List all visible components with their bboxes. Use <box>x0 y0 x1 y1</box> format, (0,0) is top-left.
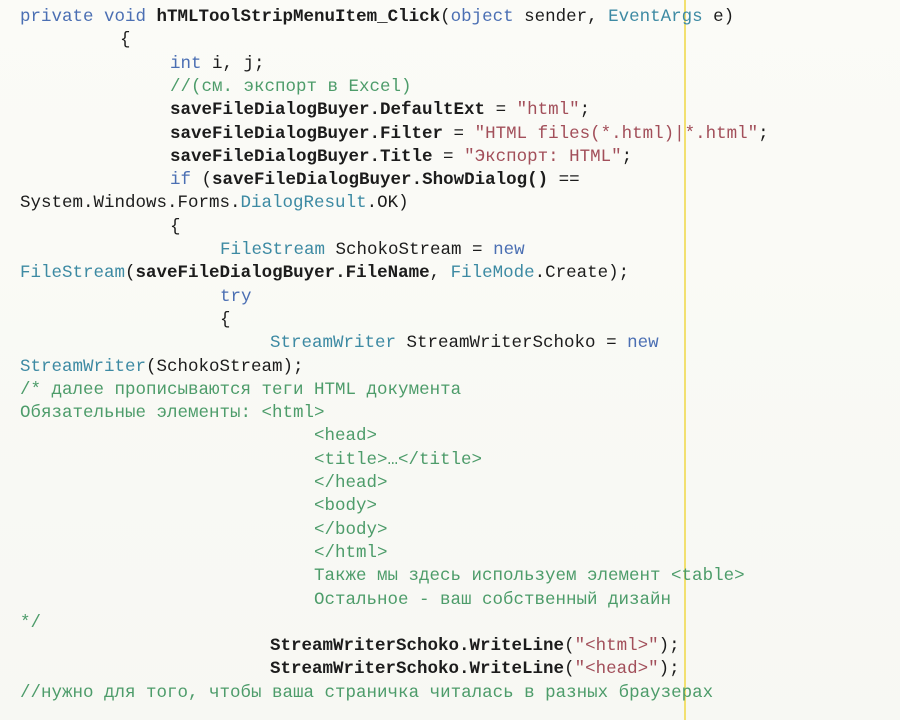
code-line: </head> <box>0 472 388 495</box>
code-token: StreamWriterSchoko.WriteLine <box>270 636 565 657</box>
code-token: ( <box>125 263 136 284</box>
code-token: "<html>" <box>574 636 659 657</box>
code-token: == <box>548 170 580 191</box>
code-token: new <box>627 333 659 354</box>
code-token: SchokoStream = <box>325 240 494 260</box>
code-token: FileMode <box>450 263 535 284</box>
code-token: object <box>450 7 514 27</box>
code-line: StreamWriter(SchokoStream); <box>0 356 304 379</box>
code-token: ( <box>564 636 575 657</box>
code-token: = <box>432 146 465 167</box>
code-line: StreamWriterSchoko.WriteLine("<html>"); <box>0 635 680 658</box>
code-token: ; <box>579 100 591 121</box>
code-line: try <box>0 286 252 309</box>
code-token: //(см. экспорт в Excel) <box>170 76 412 97</box>
code-token: //нужно для того, чтобы ваша страничка ч… <box>20 682 714 703</box>
code-token: try <box>220 286 252 307</box>
code-line: { <box>0 309 231 332</box>
code-line: <head> <box>0 425 377 448</box>
code-token: ); <box>658 636 680 657</box>
code-line: Остальное - ваш собственный дизайн <box>0 589 671 612</box>
code-token: </html> <box>314 542 388 563</box>
code-line: FileStream SchokoStream = new <box>0 239 525 262</box>
code-token: i, j; <box>201 53 265 74</box>
code-token: { <box>170 216 181 237</box>
code-line: </html> <box>0 542 388 565</box>
code-line: FileStream(saveFileDialogBuyer.FileName,… <box>0 262 629 285</box>
code-token: saveFileDialogBuyer.ShowDialog() <box>212 170 549 191</box>
code-token: if <box>170 170 192 191</box>
vertical-guide-line <box>684 0 686 720</box>
code-token: ( <box>440 7 451 27</box>
code-token: "Экспорт: HTML" <box>464 146 622 167</box>
code-line: </body> <box>0 519 388 542</box>
code-line: StreamWriterSchoko.WriteLine("<head>"); <box>0 658 680 681</box>
code-line: //нужно для того, чтобы ваша страничка ч… <box>0 682 713 705</box>
code-token: </body> <box>314 519 388 540</box>
code-token: Обязательные элементы: <html> <box>20 403 325 424</box>
code-token: StreamWriterSchoko = <box>396 333 628 354</box>
code-token: .Create); <box>534 263 630 284</box>
code-line: saveFileDialogBuyer.Filter = "HTML files… <box>0 123 769 146</box>
code-line: <body> <box>0 495 377 518</box>
code-token: e) <box>702 7 735 27</box>
code-line: { <box>0 29 131 52</box>
code-token: .OK) <box>366 193 409 214</box>
code-token: sender, <box>513 7 609 27</box>
code-token: FileStream <box>220 240 326 260</box>
code-token: StreamWriter <box>20 356 147 377</box>
code-line: <title>…</title> <box>0 449 482 472</box>
code-line: //(см. экспорт в Excel) <box>0 76 412 99</box>
code-line: System.Windows.Forms.DialogResult.OK) <box>0 192 409 215</box>
code-token: "HTML files(*.html)|*.html" <box>474 123 759 144</box>
code-token: new <box>493 240 525 260</box>
code-line: saveFileDialogBuyer.Title = "Экспорт: HT… <box>0 146 632 169</box>
code-token: = <box>443 123 475 144</box>
code-line: private void hTMLToolStripMenuItem_Click… <box>0 6 734 29</box>
code-token: Также мы здесь используем элемент <table… <box>314 566 745 587</box>
code-token: StreamWriterSchoko.WriteLine <box>270 659 565 680</box>
code-line: */ <box>0 612 41 635</box>
code-token: int <box>170 53 202 74</box>
code-token: "<head>" <box>574 659 659 680</box>
code-token: private void <box>20 7 157 27</box>
code-token: ; <box>621 146 633 167</box>
code-token: DialogResult <box>240 193 367 214</box>
code-token: = <box>485 100 517 121</box>
code-token: FileStream <box>20 263 126 284</box>
code-token: /* далее прописываются теги HTML докумен… <box>20 379 462 400</box>
code-token: saveFileDialogBuyer.Title <box>170 146 433 167</box>
code-token: Остальное - ваш собственный дизайн <box>314 589 672 610</box>
code-token: */ <box>20 612 42 633</box>
code-token: </head> <box>314 473 388 493</box>
code-token: StreamWriter <box>270 333 397 354</box>
code-token: ( <box>191 170 213 191</box>
code-token: (SchokoStream); <box>146 356 304 377</box>
code-token: hTMLToolStripMenuItem_Click <box>156 7 441 27</box>
code-token: saveFileDialogBuyer.DefaultExt <box>170 100 486 121</box>
code-token: <body> <box>314 496 378 517</box>
code-token: saveFileDialogBuyer.FileName <box>135 263 430 284</box>
code-token: ; <box>758 123 769 144</box>
code-token: <title>…</title> <box>314 449 483 470</box>
code-token: "html" <box>516 100 580 121</box>
code-line: StreamWriter StreamWriterSchoko = new <box>0 332 659 355</box>
code-line: /* далее прописываются теги HTML докумен… <box>0 379 461 402</box>
code-token: saveFileDialogBuyer.Filter <box>170 123 444 144</box>
code-token: ); <box>658 659 680 680</box>
code-token: <head> <box>314 426 378 447</box>
code-line: { <box>0 216 181 239</box>
code-token: { <box>220 309 231 330</box>
code-line: Обязательные элементы: <html> <box>0 402 325 425</box>
code-line: Также мы здесь используем элемент <table… <box>0 565 745 588</box>
code-token: ( <box>564 659 575 680</box>
code-line: int i, j; <box>0 53 265 76</box>
code-token: { <box>120 30 131 51</box>
code-token: System.Windows.Forms. <box>20 193 241 214</box>
code-token: , <box>429 263 451 284</box>
code-line: if (saveFileDialogBuyer.ShowDialog() == <box>0 169 580 192</box>
code-line: saveFileDialogBuyer.DefaultExt = "html"; <box>0 99 590 122</box>
code-token: EventArgs <box>608 7 703 27</box>
